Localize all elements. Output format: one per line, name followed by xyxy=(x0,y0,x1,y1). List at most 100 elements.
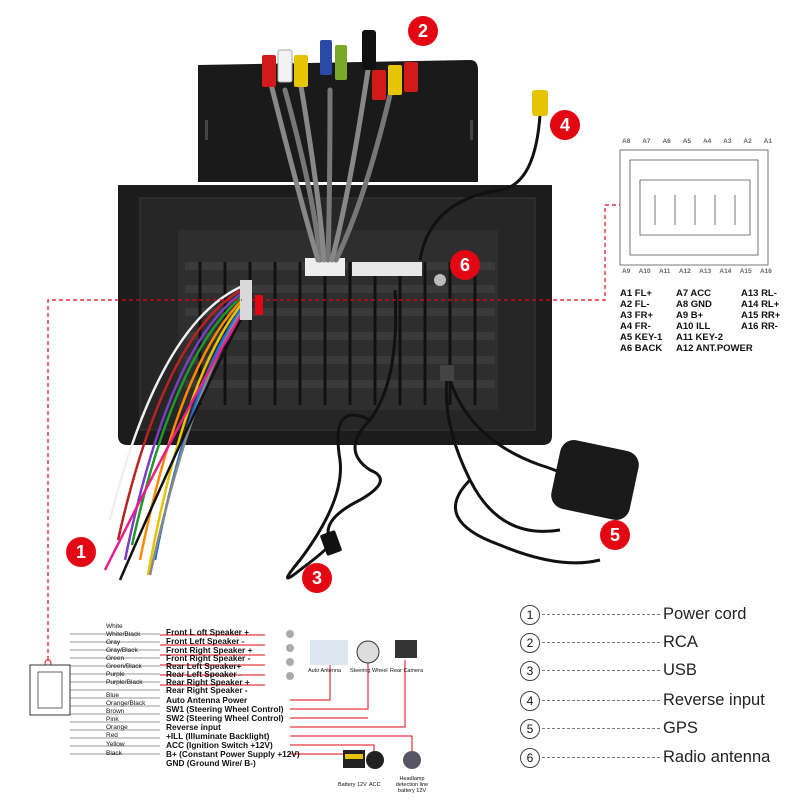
wire-function: SW2 (Steering Wheel Control) xyxy=(166,713,284,723)
wire-function: Rear Left Speaker+ xyxy=(166,661,242,671)
pin-label: A5 xyxy=(682,138,692,145)
pin-label: A15 xyxy=(739,268,752,275)
wire-function: Rear Right Speaker - xyxy=(166,685,248,695)
wire-function: +ILL (Illuminate Backlight) xyxy=(166,731,270,741)
pin-function: A15 RR+ xyxy=(741,310,781,321)
pin-function: A4 FR- xyxy=(620,321,651,332)
pin-function: A10 ILL xyxy=(676,321,711,332)
rear-camera-label: Rear Camera xyxy=(390,668,424,674)
wire-color: Red xyxy=(106,732,118,739)
badge-gps: 5 xyxy=(600,520,630,550)
legend-item: 3 USB xyxy=(515,658,795,686)
badge-usb: 3 xyxy=(302,563,332,593)
headlamp-label: Headlamp detection line battery 12V xyxy=(395,776,429,794)
legend-label: Power cord xyxy=(663,605,747,623)
badge-rca: 2 xyxy=(408,16,438,46)
legend-leader xyxy=(542,670,660,671)
wire-function: Front Right Speaker + xyxy=(166,645,253,655)
wire-color: Orange/Black xyxy=(106,700,146,707)
wire-color: Brown xyxy=(106,708,125,715)
battery-label: Battery 12V xyxy=(338,782,367,788)
wire-function: ACC (Ignition Switch +12V) xyxy=(166,740,273,750)
pin-label: A1 xyxy=(763,138,772,145)
pin-function: A8 GND xyxy=(676,299,712,310)
wire-function: Auto Antenna Power xyxy=(166,695,248,705)
pin-label: A4 xyxy=(702,138,712,145)
pin-function: A12 ANT.POWER xyxy=(676,343,753,354)
pin-label: A13 xyxy=(699,268,712,275)
pin-function: A7 ACC xyxy=(676,288,712,299)
wire-function: Rear Left Speaker - xyxy=(166,669,242,679)
pin-label: A9 xyxy=(622,268,631,275)
pin-label: A16 xyxy=(759,268,772,275)
pin-label: A7 xyxy=(642,138,651,145)
pin-label: A8 xyxy=(622,138,631,145)
wire-function: Front Left Speaker - xyxy=(166,636,245,646)
wire-function: GND (Ground Wire/ B-) xyxy=(166,758,256,768)
wire-color: Orange xyxy=(106,724,128,731)
legend-label: Reverse input xyxy=(663,691,765,709)
pin-function: A5 KEY-1 xyxy=(620,332,663,343)
auto-antenna-label: Auto Antenna xyxy=(308,668,342,674)
wire-color: Yellow xyxy=(106,741,125,748)
pin-label: A10 xyxy=(638,268,651,275)
legend-leader xyxy=(542,728,660,729)
legend-item: 4 Reverse input xyxy=(515,688,795,716)
wire-color: White/Black xyxy=(106,631,141,638)
legend-number: 3 xyxy=(520,661,540,681)
pin-function: A16 RR- xyxy=(741,321,778,332)
legend-label: USB xyxy=(663,661,697,679)
pin-function: A14 RL+ xyxy=(741,299,780,310)
pin-function: A6 BACK xyxy=(620,343,663,354)
pin-top-row: A8 A7 A6 A5 A4 A3 A2 A1 xyxy=(622,138,772,145)
legend-number: 2 xyxy=(520,633,540,653)
legend-leader xyxy=(542,642,660,643)
badge-radio-antenna: 6 xyxy=(450,250,480,280)
wire-color: Blue xyxy=(106,692,120,699)
wire-function: Reverse input xyxy=(166,722,221,732)
pin-function: A9 B+ xyxy=(676,310,704,321)
legend-number: 1 xyxy=(520,605,540,625)
pin-function: A3 FR+ xyxy=(620,310,653,321)
wire-function: Front Right Speaker - xyxy=(166,653,251,663)
legend-number: 5 xyxy=(520,719,540,739)
wire-color: Black xyxy=(106,750,122,757)
wire-color: Gray xyxy=(106,639,121,646)
legend-item: 2 RCA xyxy=(515,630,795,658)
wire-color: Gray/Black xyxy=(106,647,138,654)
wire-color: Green/Black xyxy=(106,663,142,670)
pin-function: A13 RL- xyxy=(741,288,777,299)
legend-number: 6 xyxy=(520,748,540,768)
acc-label: ACC xyxy=(369,782,381,788)
legend-number: 4 xyxy=(520,691,540,711)
wire-color: Purple xyxy=(106,671,125,678)
legend-item: 1 Power cord xyxy=(515,602,795,630)
pin-function: A11 KEY-2 xyxy=(676,332,723,343)
wire-color: Pink xyxy=(106,716,119,723)
pin-function: A1 FL+ xyxy=(620,288,652,299)
wire-function: Front L oft Speaker + xyxy=(166,627,250,637)
badge-reverse-input: 4 xyxy=(550,110,580,140)
badge-power-cord: 1 xyxy=(66,537,96,567)
pin-label: A6 xyxy=(662,138,671,145)
legend-label: RCA xyxy=(663,633,698,651)
legend-item: 6 Radio antenna xyxy=(515,745,795,773)
legend-label: Radio antenna xyxy=(663,748,771,766)
wire-function: B+ (Constant Power Supply +12V) xyxy=(166,749,300,759)
legend-label: GPS xyxy=(663,719,698,737)
pin-label: A12 xyxy=(678,268,691,275)
pin-bottom-row: A9 A10 A11 A12 A13 A14 A15 A16 xyxy=(622,268,772,275)
wire-color: White xyxy=(106,623,123,630)
legend-leader xyxy=(542,700,660,701)
pin-label: A3 xyxy=(723,138,732,145)
legend-leader xyxy=(542,757,660,758)
pin-label: A11 xyxy=(658,268,671,275)
wire-function: Rear Right Speaker + xyxy=(166,677,250,687)
pin-label: A14 xyxy=(719,268,732,275)
steering-wheel-label: Steering Wheel xyxy=(350,668,388,674)
wire-function: SW1 (Steering Wheel Control) xyxy=(166,704,284,714)
legend-leader xyxy=(542,614,660,615)
pin-function: A2 FL- xyxy=(620,299,650,310)
legend-item: 5 GPS xyxy=(515,716,795,744)
